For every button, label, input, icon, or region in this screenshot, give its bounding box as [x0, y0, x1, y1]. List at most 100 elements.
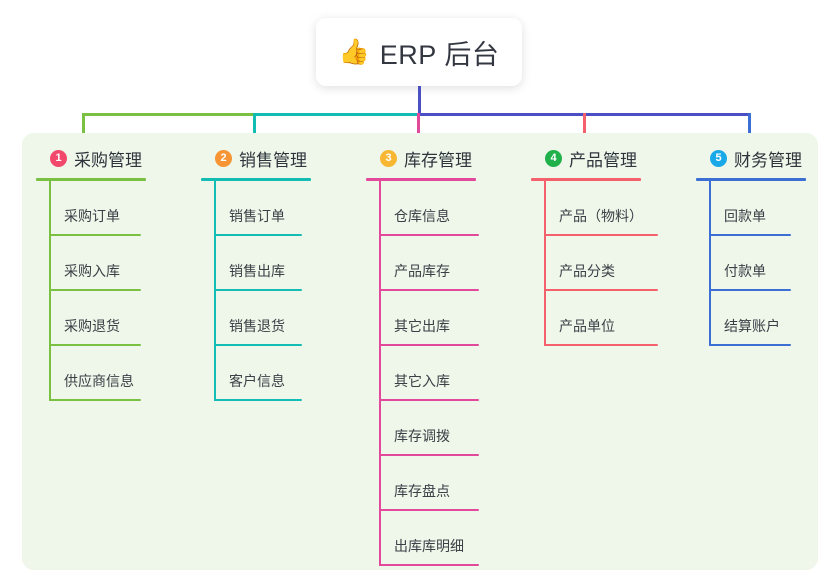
- branch-drop-4: [583, 113, 586, 150]
- leaf-underline: [379, 564, 479, 566]
- leaf-item-label: 其它出库: [394, 318, 450, 334]
- leaf-underline: [379, 289, 479, 291]
- leaf-item[interactable]: 库存调拨: [379, 401, 479, 456]
- leaf-underline: [379, 399, 479, 401]
- leaf-item-label: 销售订单: [229, 208, 285, 224]
- branch-spine: [49, 181, 51, 401]
- leaf-item[interactable]: 付款单: [709, 236, 806, 291]
- leaf-item[interactable]: 库存盘点: [379, 456, 479, 511]
- branch-number-badge: 2: [215, 149, 232, 167]
- leaf-item-label: 产品（物料）: [559, 208, 643, 224]
- leaf-item[interactable]: 产品单位: [544, 291, 658, 346]
- leaf-item[interactable]: 采购入库: [49, 236, 146, 291]
- leaf-item-label: 销售退货: [229, 318, 285, 334]
- branch-header-5[interactable]: 5 财务管理: [696, 145, 806, 171]
- branch-underline: [531, 178, 641, 181]
- leaf-item[interactable]: 产品库存: [379, 236, 479, 291]
- leaf-item[interactable]: 产品（物料）: [544, 181, 658, 236]
- root-node-title: ERP 后台: [379, 39, 500, 70]
- branch-drop-3: [417, 113, 420, 150]
- leaf-item-label: 销售出库: [229, 263, 285, 279]
- branch-number-badge: 5: [710, 149, 727, 167]
- branch-title: 销售管理: [239, 150, 307, 170]
- leaf-item-label: 采购订单: [64, 208, 120, 224]
- leaf-item-label: 结算账户: [724, 318, 780, 334]
- leaf-underline: [49, 344, 141, 346]
- branch-items: 产品（物料） 产品分类产品单位: [531, 181, 658, 346]
- branch-drop-5: [748, 113, 751, 150]
- branch-header-3[interactable]: 3 库存管理: [366, 145, 476, 171]
- leaf-item-label: 采购退货: [64, 318, 120, 334]
- root-node-card[interactable]: 👍 ERP 后台: [316, 18, 522, 86]
- leaf-underline: [49, 399, 141, 401]
- leaf-item[interactable]: 仓库信息: [379, 181, 479, 236]
- branch-underline: [696, 178, 806, 181]
- leaf-item-label: 出库库明细: [394, 538, 464, 554]
- root-stem-connector: [418, 86, 421, 116]
- bus-segment-1: [82, 113, 254, 116]
- bus-segment-2: [253, 113, 418, 116]
- leaf-item-label: 产品库存: [394, 263, 450, 279]
- branch-spine: [709, 181, 711, 346]
- leaf-item[interactable]: 供应商信息: [49, 346, 146, 401]
- leaf-underline: [214, 289, 302, 291]
- leaf-item-label: 库存盘点: [394, 483, 450, 499]
- leaf-underline: [214, 234, 302, 236]
- leaf-underline: [379, 509, 479, 511]
- leaf-underline: [709, 289, 791, 291]
- leaf-underline: [709, 234, 791, 236]
- leaf-item[interactable]: 销售退货: [214, 291, 311, 346]
- leaf-underline: [709, 344, 791, 346]
- branch-items: 销售订单销售出库销售退货客户信息: [201, 181, 311, 401]
- leaf-item[interactable]: 销售订单: [214, 181, 311, 236]
- branch-items: 仓库信息产品库存其它出库其它入库库存调拨库存盘点出库库明细: [366, 181, 479, 566]
- branch-column-5: 5 财务管理回款单付款单结算账户: [696, 145, 806, 346]
- branch-spine: [544, 181, 546, 346]
- leaf-item[interactable]: 销售出库: [214, 236, 311, 291]
- leaf-item[interactable]: 采购订单: [49, 181, 146, 236]
- leaf-underline: [544, 289, 658, 291]
- branch-spine: [214, 181, 216, 401]
- thumbs-up-icon: 👍: [338, 37, 370, 66]
- leaf-item-label: 客户信息: [229, 373, 285, 389]
- branch-column-2: 2 销售管理销售订单销售出库销售退货客户信息: [201, 145, 311, 401]
- branch-title: 财务管理: [734, 150, 802, 170]
- leaf-item-label: 供应商信息: [64, 373, 134, 389]
- branch-items: 采购订单采购入库采购退货供应商信息: [36, 181, 146, 401]
- leaf-item[interactable]: 采购退货: [49, 291, 146, 346]
- branch-column-3: 3 库存管理仓库信息产品库存其它出库其它入库库存调拨库存盘点出库库明细: [366, 145, 479, 566]
- leaf-underline: [379, 454, 479, 456]
- leaf-item-label: 产品单位: [559, 318, 615, 334]
- branch-number-badge: 1: [50, 149, 67, 167]
- leaf-item[interactable]: 客户信息: [214, 346, 311, 401]
- leaf-item[interactable]: 回款单: [709, 181, 806, 236]
- branch-drop-1: [82, 113, 85, 150]
- leaf-underline: [379, 234, 479, 236]
- branch-header-2[interactable]: 2 销售管理: [201, 145, 311, 171]
- leaf-item[interactable]: 出库库明细: [379, 511, 479, 566]
- branch-underline: [366, 178, 476, 181]
- leaf-item[interactable]: 其它入库: [379, 346, 479, 401]
- leaf-item[interactable]: 结算账户: [709, 291, 806, 346]
- leaf-underline: [49, 289, 141, 291]
- leaf-item-label: 其它入库: [394, 373, 450, 389]
- leaf-item[interactable]: 产品分类: [544, 236, 658, 291]
- leaf-underline: [214, 399, 302, 401]
- branch-number-badge: 4: [545, 149, 562, 167]
- leaf-underline: [49, 234, 141, 236]
- branch-title: 库存管理: [404, 150, 472, 170]
- branches-panel: [22, 133, 818, 570]
- leaf-item[interactable]: 其它出库: [379, 291, 479, 346]
- branch-spine: [379, 181, 381, 566]
- leaf-underline: [544, 344, 658, 346]
- branch-underline: [201, 178, 311, 181]
- leaf-item-label: 采购入库: [64, 263, 120, 279]
- branch-number-badge: 3: [380, 149, 397, 167]
- leaf-item-label: 产品分类: [559, 263, 615, 279]
- leaf-underline: [214, 344, 302, 346]
